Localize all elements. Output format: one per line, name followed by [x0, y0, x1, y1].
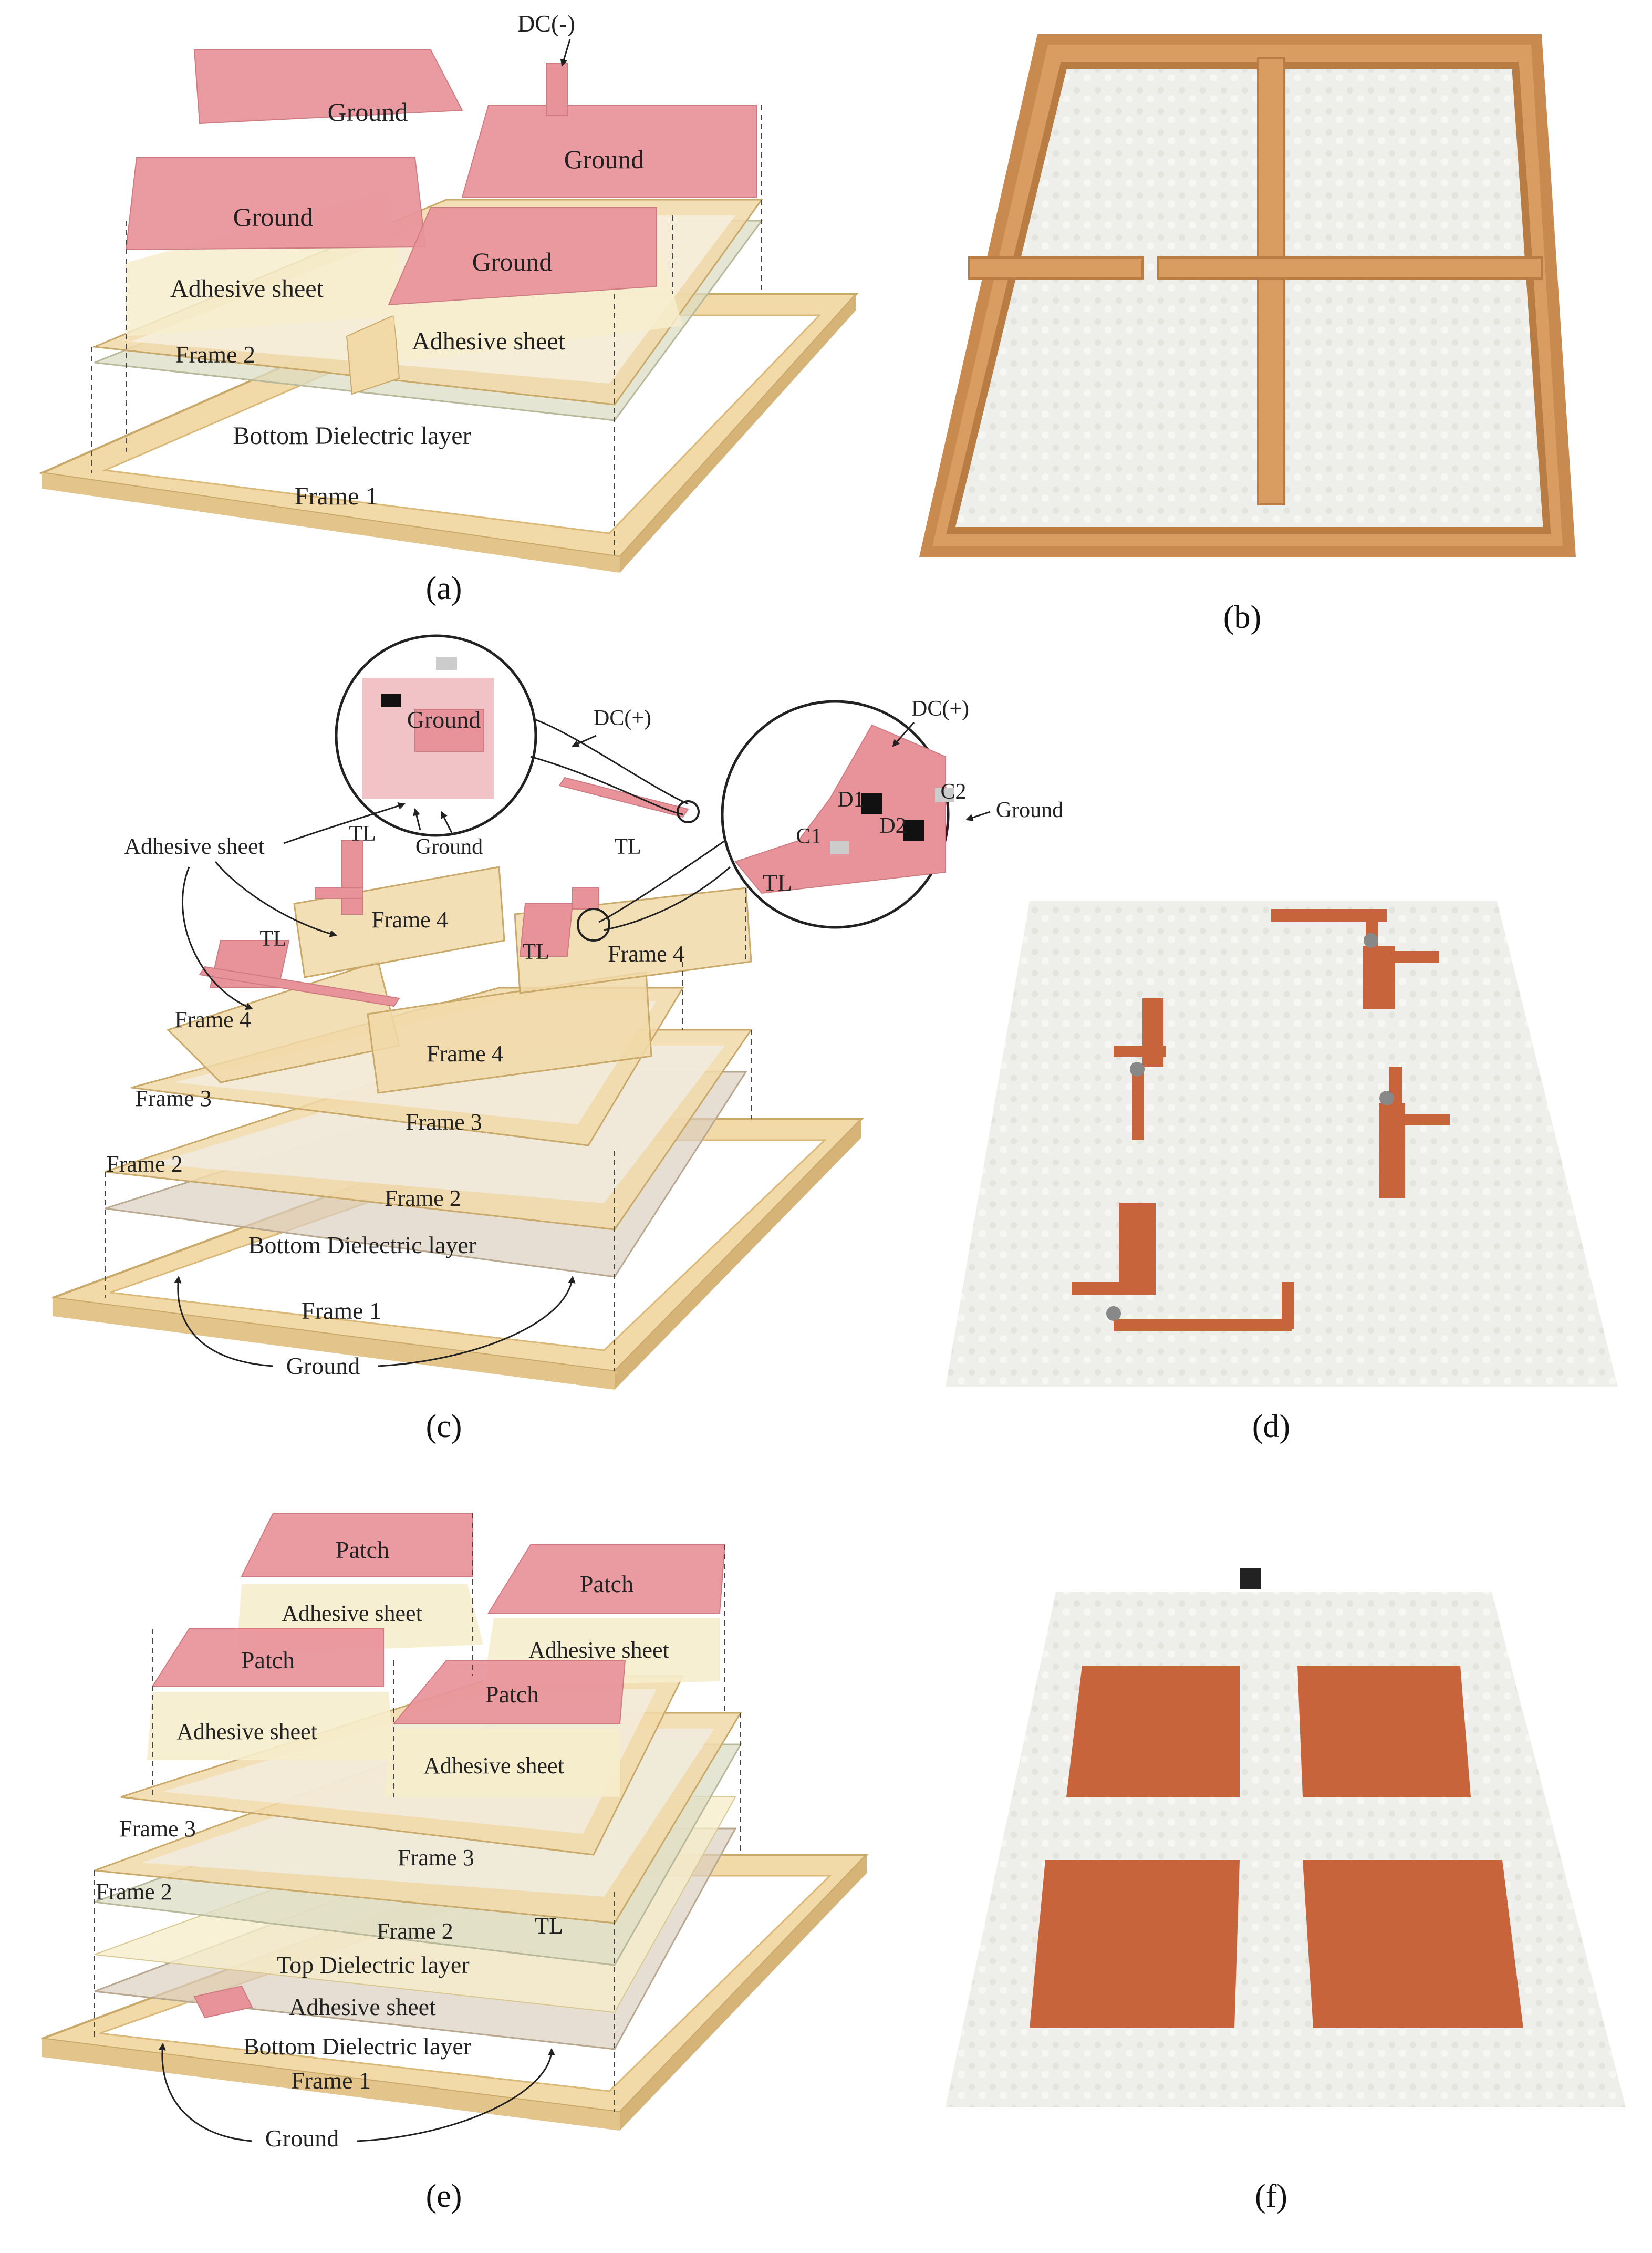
frame-4-layer-c: [167, 866, 752, 1094]
adhesive-label-2: Adhesive sheet: [412, 327, 566, 355]
capacitor-c2-icon: [935, 788, 954, 802]
panel-e-exploded-diagram: Patch Patch Patch Patch Adhesive sheet A…: [41, 1513, 869, 2152]
ground-right-label: Ground: [996, 798, 1063, 822]
ground-bottom-label-e: Ground: [265, 2125, 339, 2152]
adhesive-label-1: Adhesive sheet: [170, 275, 324, 303]
frame4-label-4: Frame 4: [427, 1041, 503, 1067]
connector-icon: [1240, 1568, 1261, 1589]
tl-label-4: TL: [522, 940, 549, 964]
frame2-label-1: Frame 2: [106, 1151, 182, 1177]
patch-label-4: Patch: [485, 1681, 539, 1708]
patch-label-2: Patch: [580, 1570, 633, 1597]
frame2-label-e1: Frame 2: [96, 1879, 172, 1905]
panel-f-patch-array-photo: [946, 1568, 1626, 2107]
ground-label-2: Ground: [564, 144, 645, 174]
top-dielectric-label: Top Dielectric layer: [276, 1951, 469, 1978]
frame4-label-3: Frame 4: [174, 1007, 251, 1032]
guide-lines-c: [105, 888, 752, 1371]
guide-lines-e: [94, 1513, 741, 2112]
bottom-dielectric-label-c: Bottom Dielectric layer: [248, 1232, 476, 1258]
frame3-label-e2: Frame 3: [398, 1845, 474, 1870]
patch-label-3: Patch: [241, 1647, 295, 1673]
capacitor-icon: [436, 657, 457, 670]
tl-label-3: TL: [259, 927, 286, 951]
frame-2-label: Frame 2: [175, 341, 255, 368]
panel-b-frame-photo: [919, 34, 1576, 557]
copper-patches: [1030, 1666, 1523, 2028]
caption-e: (e): [426, 2178, 462, 2214]
c2-label: C2: [940, 780, 966, 804]
c1-label: C1: [796, 824, 822, 849]
zoom1-ground-label: Ground: [407, 706, 481, 733]
bottom-dielectric-label: Bottom Dielectric layer: [233, 422, 471, 450]
adhesive-label-e3: Adhesive sheet: [176, 1719, 317, 1744]
tl-traces: [199, 777, 689, 1007]
patch-label-1: Patch: [336, 1536, 389, 1563]
frame2-label-e2: Frame 2: [377, 1918, 453, 1944]
frame4-label-2: Frame 4: [608, 941, 684, 967]
copper-feed-traces: [1072, 909, 1450, 1331]
frame1-label-c: Frame 1: [302, 1297, 381, 1324]
frame3-label-e1: Frame 3: [119, 1816, 195, 1842]
component-chip-icon: [381, 694, 401, 707]
zoom-detail-circuit: D1 C2 D2 C1 TL: [721, 700, 967, 929]
caption-d: (d): [1252, 1409, 1290, 1444]
dc-minus-label: DC(-): [517, 10, 575, 37]
adhesive-label-e2: Adhesive sheet: [528, 1637, 669, 1663]
ground-label-1: Ground: [328, 97, 408, 127]
capacitor-c1-icon: [830, 841, 849, 854]
diode-d2-icon: [903, 820, 924, 841]
caption-f: (f): [1255, 2178, 1287, 2214]
adhesive-bottom-label: Adhesive sheet: [289, 1993, 436, 2020]
frame2-label-2: Frame 2: [385, 1185, 461, 1211]
adhesive-label-e1: Adhesive sheet: [282, 1600, 422, 1626]
ground-label-3: Ground: [233, 202, 314, 232]
bottom-dielectric-label-e: Bottom Dielectric layer: [243, 2033, 471, 2060]
adhesive-label-e4: Adhesive sheet: [423, 1753, 564, 1779]
patch-elements: [151, 1513, 726, 1724]
solder-components: [1106, 933, 1394, 1321]
d2-label: D2: [879, 814, 906, 838]
caption-a: (a): [426, 571, 462, 606]
panel-a-exploded-diagram: DC(-) Ground Ground Ground Ground Adhesi…: [38, 10, 859, 573]
frame3-label-1: Frame 3: [135, 1086, 211, 1111]
bottom-feed-trace: [193, 1985, 253, 2019]
caption-c: (c): [426, 1409, 462, 1444]
diode-d1-icon: [861, 793, 882, 814]
frame3-label-2: Frame 3: [406, 1109, 482, 1135]
ground-patches: [125, 49, 757, 306]
frame-1-label: Frame 1: [295, 482, 378, 510]
frame1-label-e: Frame 1: [291, 2067, 371, 2094]
panel-d-feed-network-photo: [946, 901, 1618, 1387]
zoom2-tl-label: TL: [763, 869, 792, 896]
ground-pointer-label: Ground: [415, 835, 483, 859]
tl-label-1: TL: [349, 822, 376, 846]
guide-lines: [91, 105, 762, 557]
dc-plus-label-1: DC(+): [594, 706, 651, 730]
tl-label-2: TL: [614, 835, 641, 859]
dc-plus-label-2: DC(+): [911, 697, 969, 721]
adhesive-sheet-label-c: Adhesive sheet: [124, 833, 265, 859]
ground-bottom-label-c: Ground: [286, 1352, 360, 1379]
frame4-label-1: Frame 4: [371, 907, 448, 933]
tl-label-e: TL: [535, 1913, 563, 1939]
ground-label-4: Ground: [472, 247, 553, 276]
d1-label: D1: [837, 788, 864, 812]
caption-b: (b): [1223, 600, 1261, 635]
panel-c-exploded-diagram: Ground D1 C2 D2 C1 TL DC(+) DC(+) Ground: [52, 634, 1063, 1390]
zoom-detail-ground: Ground: [335, 634, 537, 837]
